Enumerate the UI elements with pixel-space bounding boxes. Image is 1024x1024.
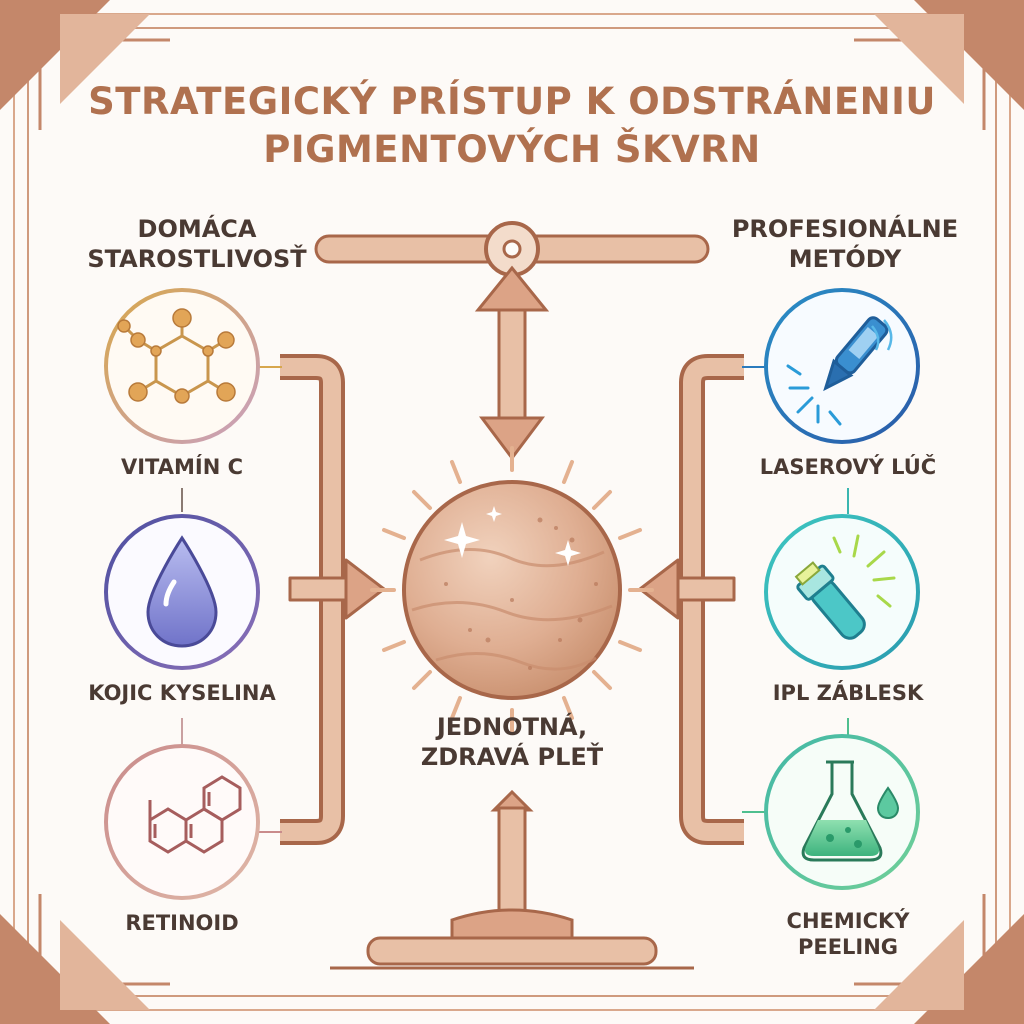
left-connector bbox=[280, 354, 386, 845]
left-group-heading: DOMÁCA STAROSTLIVOSŤ bbox=[52, 214, 342, 274]
method-label-ipl: IPL ZÁBLESK bbox=[772, 681, 924, 705]
right-heading-line-1: PROFESIONÁLNE bbox=[731, 215, 959, 243]
page-title: STRATEGICKÝ PRÍSTUP K ODSTRÁNENIU PIGMEN… bbox=[40, 78, 984, 174]
right-group-heading: PROFESIONÁLNE METÓDY bbox=[700, 214, 990, 274]
method-label-vitamin-c: VITAMÍN C bbox=[120, 455, 244, 479]
center-label: JEDNOTNÁ, ZDRAVÁ PLEŤ bbox=[362, 712, 662, 772]
left-heading-line-2: STAROSTLIVOSŤ bbox=[87, 245, 307, 273]
molecule-icon bbox=[104, 288, 260, 444]
balance-beam bbox=[314, 221, 710, 312]
chemical-structure-icon bbox=[104, 744, 260, 900]
method-label-peeling: CHEMICKÝ PEELING bbox=[718, 908, 978, 961]
peeling-line-2: PEELING bbox=[797, 935, 899, 960]
title-line-1: STRATEGICKÝ PRÍSTUP K ODSTRÁNENIU bbox=[88, 80, 936, 123]
droplet-icon bbox=[104, 514, 260, 670]
peeling-line-1: CHEMICKÝ bbox=[786, 909, 910, 933]
title-line-2: PIGMENTOVÝCH ŠKVRN bbox=[263, 128, 761, 172]
left-heading-line-1: DOMÁCA bbox=[137, 215, 257, 243]
ipl-handpiece-icon bbox=[764, 514, 920, 670]
center-label-line-1: JEDNOTNÁ, bbox=[436, 713, 588, 741]
right-heading-line-2: METÓDY bbox=[788, 245, 902, 273]
method-label-retinoid: RETINOID bbox=[125, 911, 239, 935]
method-label-laser: LASEROVÝ LÚČ bbox=[759, 455, 937, 479]
flask-icon bbox=[764, 734, 920, 890]
skin-sphere-icon bbox=[370, 446, 654, 734]
center-label-line-2: ZDRAVÁ PLEŤ bbox=[420, 743, 604, 771]
thin-connectors bbox=[181, 366, 849, 833]
laser-pen-icon bbox=[764, 288, 920, 444]
top-down-arrow bbox=[479, 308, 545, 461]
right-connector bbox=[638, 354, 744, 845]
method-label-kojic: KOJIC KYSELINA bbox=[88, 681, 276, 705]
balance-base bbox=[330, 789, 694, 970]
